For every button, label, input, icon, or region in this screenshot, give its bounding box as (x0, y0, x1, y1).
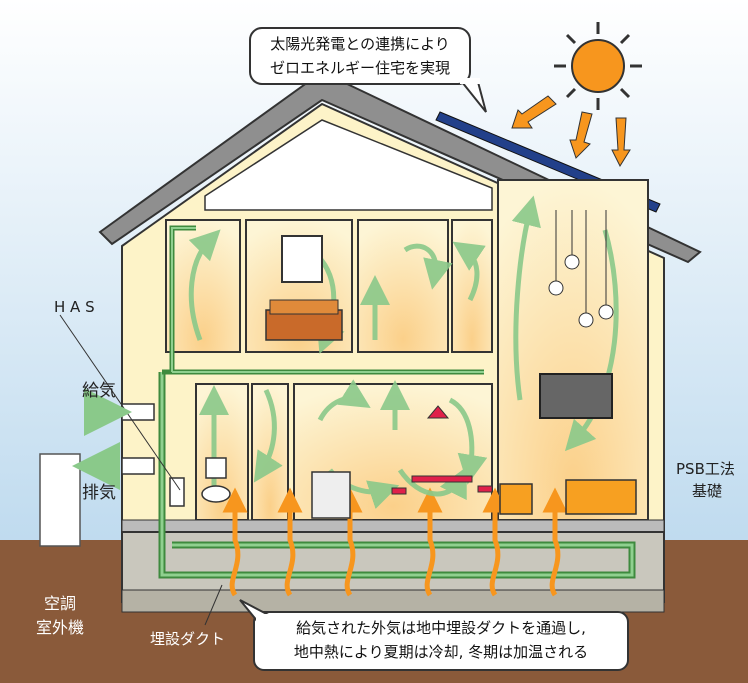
buried-duct-label: 埋設ダクト (150, 630, 226, 648)
outdoor-unit-label-line2: 室外機 (36, 618, 85, 637)
toilet (201, 457, 231, 503)
psb-label-line1: PSB工法 (676, 460, 735, 478)
kitchen-stove (311, 471, 351, 519)
outdoor-ac-unit (39, 453, 81, 547)
room-upper-right (451, 219, 493, 353)
callout-top-line1: 太陽光発電との連携により (270, 35, 450, 53)
supply-label: 給気 (82, 381, 116, 401)
attic (204, 119, 493, 211)
callout-bottom-line1: 給気された外気は地中埋設ダクトを通過し, (296, 619, 586, 637)
callout-top-line2: ゼロエネルギー住宅を実現 (269, 59, 450, 77)
callout-bottom-bubble (239, 599, 629, 671)
room-living (497, 179, 649, 521)
buried-duct-core (160, 372, 634, 577)
room-bath (165, 219, 241, 353)
room-closet (357, 219, 449, 353)
bedroom-bed (265, 299, 343, 341)
callout-top-bubble (249, 27, 487, 113)
ground-heat-arrows (222, 487, 568, 597)
outdoor-unit-label-line1: 空調 (44, 594, 77, 613)
pendant-lights (548, 210, 614, 328)
dining-set (391, 405, 493, 495)
psb-label-line2: 基礎 (692, 482, 723, 500)
exhaust-vent (121, 457, 155, 475)
bedroom-window (281, 235, 323, 283)
has-unit (169, 477, 185, 507)
foundation-base (121, 589, 665, 613)
sofa (499, 479, 637, 515)
sun-icon (554, 22, 642, 110)
callout-bottom-text: 給気された外気は地中埋設ダクトを通過し, 地中熱により夏期は冷却, 冬期は加温さ… (254, 616, 628, 664)
exhaust-label: 排気 (82, 483, 116, 503)
sunlight-arrows (511, 95, 631, 168)
callout-top-text: 太陽光発電との連携により ゼロエネルギー住宅を実現 (250, 32, 470, 80)
has-label: H A S (54, 298, 95, 316)
floor-slab (121, 519, 665, 533)
callout-bottom-line2: 地中熱により夏期は冷却, 冬期は加温される (293, 643, 589, 661)
tv (539, 373, 613, 419)
